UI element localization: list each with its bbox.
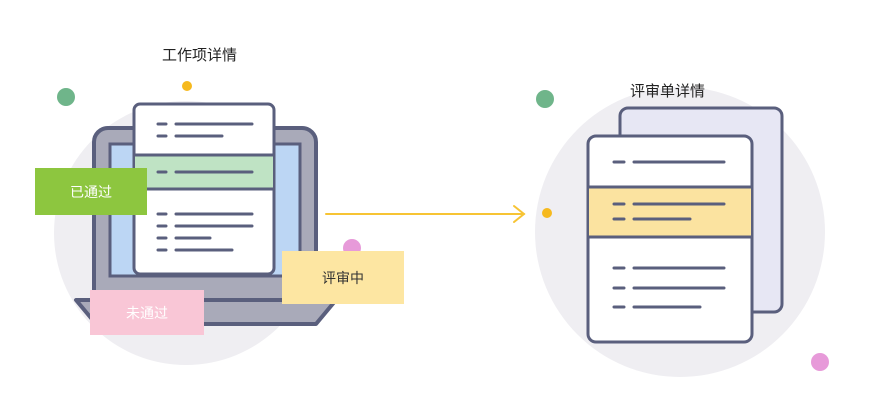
work-item-title: 工作项详情 bbox=[162, 46, 238, 64]
green-dot bbox=[536, 90, 554, 108]
green-dot bbox=[57, 88, 75, 106]
orange-dot bbox=[542, 208, 552, 218]
work-item-document bbox=[132, 102, 276, 276]
review-document bbox=[586, 134, 754, 344]
pink-dot bbox=[811, 353, 829, 371]
status-tag-reviewing: 评审中 bbox=[282, 251, 404, 304]
status-tag-passed: 已通过 bbox=[35, 168, 147, 215]
status-tag-failed: 未通过 bbox=[90, 290, 204, 335]
orange-dot bbox=[182, 81, 192, 91]
flow-arrow bbox=[325, 205, 526, 223]
review-title: 评审单详情 bbox=[630, 82, 706, 100]
